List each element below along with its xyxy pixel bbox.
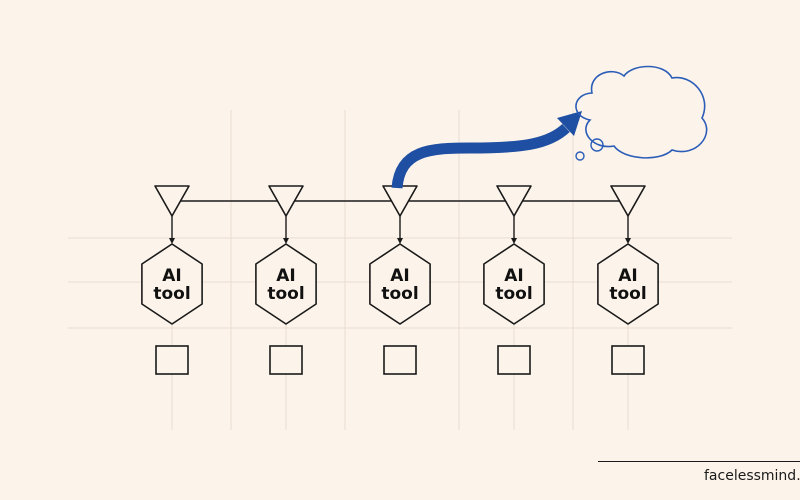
square-box — [383, 345, 417, 375]
arrowhead-icon — [397, 238, 403, 244]
curved-arrow-head — [557, 111, 582, 136]
square-box — [497, 345, 531, 375]
cloud-bubble-large — [590, 138, 604, 152]
footer-site-name: facelessmind.co — [704, 468, 800, 484]
square-box — [155, 345, 189, 375]
node-label-line1: AI — [390, 266, 409, 286]
funnel-triangle-icon — [268, 185, 304, 217]
node-label-line2: tool — [381, 284, 418, 304]
node-label-line2: tool — [495, 284, 532, 304]
node-label-line2: tool — [267, 284, 304, 304]
curved-arrow-shaft — [391, 123, 570, 189]
arrowhead-icon — [511, 238, 517, 244]
node-label-line1: AI — [618, 266, 637, 286]
cloud-bubble-small — [575, 151, 585, 161]
square-box — [269, 345, 303, 375]
hexagon-node — [597, 243, 659, 325]
cloud-body — [575, 65, 708, 159]
footer-rule — [598, 461, 800, 462]
arrowhead-icon — [283, 238, 289, 244]
node-label-line1: AI — [162, 266, 181, 286]
thought-cloud-icon — [575, 65, 708, 161]
node-label-line1: AI — [276, 266, 295, 286]
curved-arrow — [391, 111, 582, 189]
hexagon-node — [141, 243, 203, 325]
funnel-triangle-icon — [610, 185, 646, 217]
funnel-triangle-icon — [496, 185, 532, 217]
arrowhead-icon — [625, 238, 631, 244]
square-box — [611, 345, 645, 375]
hexagon-node — [483, 243, 545, 325]
node-label-line2: tool — [153, 284, 190, 304]
hexagon-node — [369, 243, 431, 325]
hexagon-node — [255, 243, 317, 325]
node-label-line2: tool — [609, 284, 646, 304]
funnel-triangle-icon — [154, 185, 190, 217]
arrowhead-icon — [169, 238, 175, 244]
node-label-line1: AI — [504, 266, 523, 286]
